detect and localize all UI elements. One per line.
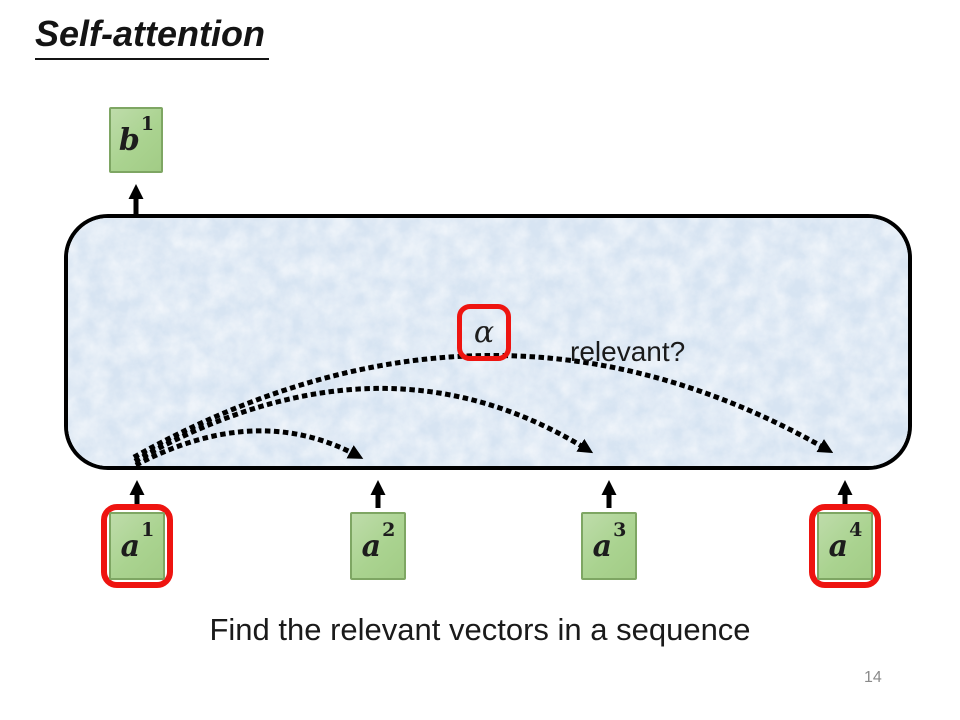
vector-label: b1 — [118, 112, 155, 158]
input-vector-a1: a1 — [109, 512, 165, 580]
output-vector-b1: b1 — [109, 107, 163, 173]
vector-label: a1 — [120, 518, 155, 564]
slide-caption: Find the relevant vectors in a sequence — [209, 612, 751, 647]
relevant-label: relevant? — [570, 336, 686, 367]
vector-label: a3 — [592, 518, 627, 564]
input-vector-a3: a3 — [581, 512, 637, 580]
attention-score-box: α — [457, 304, 511, 361]
highlight-frame-a4 — [809, 504, 881, 588]
highlight-frame-a1 — [101, 504, 173, 588]
input-vector-a2: a2 — [350, 512, 406, 580]
alpha-symbol: α — [473, 315, 495, 350]
input-vector-a4: a4 — [817, 512, 873, 580]
vector-label: a4 — [828, 518, 863, 564]
page-number: 14 — [864, 669, 882, 686]
vector-label: a2 — [361, 518, 396, 564]
slide-title: Self-attention — [35, 12, 269, 61]
